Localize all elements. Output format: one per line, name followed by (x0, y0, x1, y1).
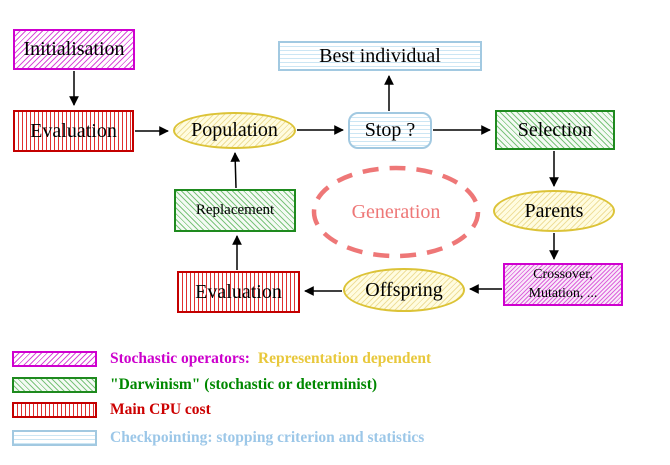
node-selection-label: Selection (517, 118, 593, 141)
legend-label-representation-dependent: Representation dependent (257, 349, 432, 367)
node-evaluation-top-label: Evaluation (30, 119, 117, 142)
node-generation: Generation (312, 167, 480, 258)
arrow-replacement-to-population (230, 152, 241, 189)
node-parents: Parents (493, 190, 615, 232)
node-initialisation: Initialisation (13, 29, 135, 70)
legend-swatch-checkpointing (12, 429, 97, 446)
node-best-individual: Best individual (278, 41, 482, 71)
legend-swatch-darwinism (12, 376, 97, 393)
legend-row-main-cpu-cost: Main CPU cost (12, 401, 211, 418)
legend-row-darwinism: "Darwinism" (stochastic or determinist) (12, 376, 377, 393)
node-evaluation-bottom-label: Evaluation (195, 280, 282, 303)
node-offspring: Offspring (343, 268, 465, 312)
node-offspring-label: Offspring (365, 278, 443, 301)
generation-dashed-ellipse (311, 165, 481, 259)
node-stop-label: Stop ? (364, 119, 416, 141)
node-evaluation-top: Evaluation (13, 110, 134, 152)
node-best-individual-label: Best individual (319, 44, 441, 67)
crossover-line2: Mutation, ... (528, 285, 598, 301)
legend-label-stochastic-operators: Stochastic operators: (110, 349, 250, 367)
node-evaluation-bottom: Evaluation (177, 271, 300, 313)
node-parents-label: Parents (524, 199, 584, 222)
node-population: Population (173, 112, 296, 149)
legend-row-checkpointing: Checkpointing: stopping criterion and st… (12, 429, 424, 446)
node-population-label: Population (191, 119, 278, 141)
node-crossover-mutation-label: Crossover, Mutation, ... (529, 266, 598, 302)
node-selection: Selection (495, 110, 615, 150)
legend-label-checkpointing: Checkpointing: stopping criterion and st… (110, 428, 425, 446)
crossover-line1: Crossover, (533, 267, 593, 283)
node-initialisation-label: Initialisation (23, 38, 125, 60)
node-replacement: Replacement (174, 189, 296, 232)
node-generation-label: Generation (351, 201, 441, 223)
node-crossover-mutation: Crossover, Mutation, ... (503, 263, 623, 306)
legend-swatch-stochastic-operators (12, 350, 97, 367)
legend-row-stochastic-operators: Stochastic operators: Representation dep… (12, 350, 431, 367)
legend-swatch-main-cpu-cost (12, 401, 97, 418)
node-stop: Stop ? (348, 112, 432, 149)
legend-label-darwinism: "Darwinism" (stochastic or determinist) (110, 375, 378, 393)
node-replacement-label: Replacement (195, 201, 275, 218)
legend-label-main-cpu-cost: Main CPU cost (110, 400, 211, 418)
